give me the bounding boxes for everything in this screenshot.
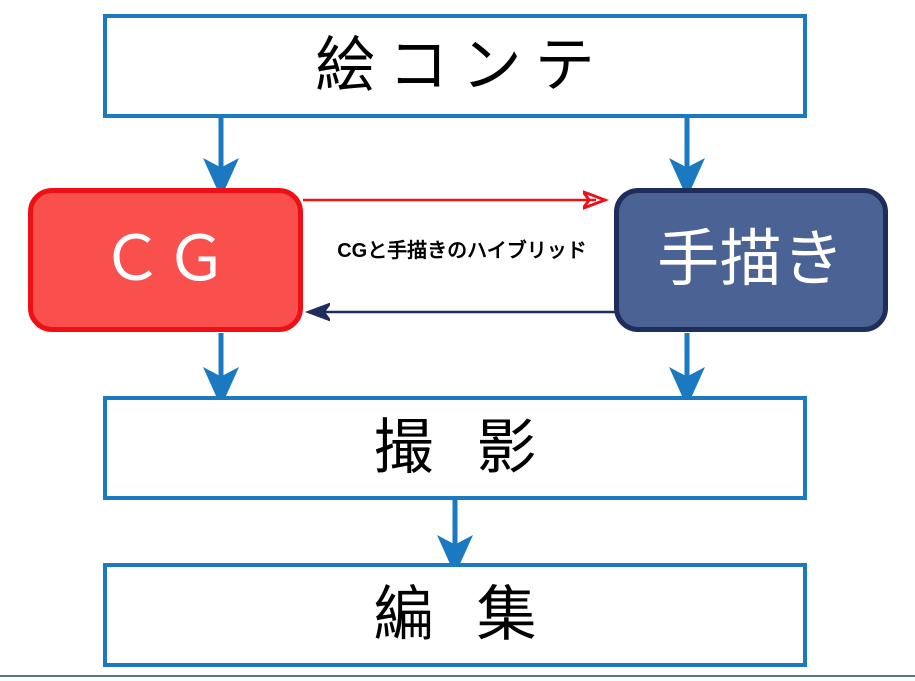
node-cg[interactable]: ＣＧ: [28, 188, 303, 332]
node-cg-label: ＣＧ: [101, 225, 230, 294]
node-handdrawn[interactable]: 手描き: [614, 188, 888, 332]
node-editing[interactable]: 編 集: [103, 563, 807, 667]
bottom-divider: [0, 675, 915, 677]
node-handdrawn-label: 手描き: [657, 225, 845, 294]
node-editing-label: 編 集: [373, 581, 550, 648]
node-filming[interactable]: 撮 影: [103, 396, 807, 500]
node-filming-label: 撮 影: [373, 414, 550, 481]
node-storyboard[interactable]: 絵コンテ: [103, 14, 807, 118]
node-storyboard-label: 絵コンテ: [315, 32, 608, 99]
edge-label-hybrid: CGと手描きのハイブリッド: [337, 240, 587, 262]
